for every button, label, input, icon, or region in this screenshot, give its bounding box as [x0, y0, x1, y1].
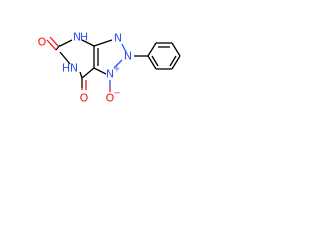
bonds — [46, 36, 181, 92]
atom-n1: N — [106, 68, 114, 81]
atom-n2: N — [124, 50, 132, 63]
bond-c5-o — [46, 39, 57, 51]
bond-c5-o-2 — [49, 36, 59, 47]
atom-h-n4: H — [80, 31, 88, 44]
atom-n6: N — [70, 62, 78, 75]
bond-n3-n2 — [121, 43, 127, 53]
atom-n3: N — [114, 32, 122, 45]
bond-c7-c7a — [81, 67, 95, 79]
atom-h-n6: H — [62, 62, 70, 75]
bond-c7a-n1 — [93, 67, 107, 75]
phenyl-bond-4 — [171, 55, 181, 70]
bond-c5-n6 — [59, 51, 71, 65]
phenyl-double-2 — [169, 55, 177, 67]
atom-labels: O N H H N N N N + O O − — [38, 31, 132, 105]
bond-c5-o-black — [55, 44, 61, 51]
atom-n1-charge: + — [114, 65, 121, 74]
bond-n4-c3a — [81, 39, 95, 47]
atom-o-c5: O — [38, 36, 47, 49]
atom-o-oxide: O — [106, 92, 115, 105]
bond-n1-n2 — [113, 59, 123, 69]
structure-diagram: O N H H N N N N + O O − — [38, 31, 181, 105]
atom-o-oxide-charge: − — [114, 89, 121, 98]
bond-n6-c7 — [79, 71, 83, 79]
bond-c5-n4 — [59, 39, 73, 47]
phenyl-double-3 — [151, 55, 159, 67]
phenyl-bond-3 — [171, 42, 181, 57]
phenyl-bond-6 — [147, 55, 157, 70]
bond-c3a-n3 — [93, 39, 113, 47]
atom-n4: N — [73, 31, 81, 44]
phenyl-bond-1 — [147, 42, 157, 57]
atom-o-c7: O — [80, 92, 89, 105]
